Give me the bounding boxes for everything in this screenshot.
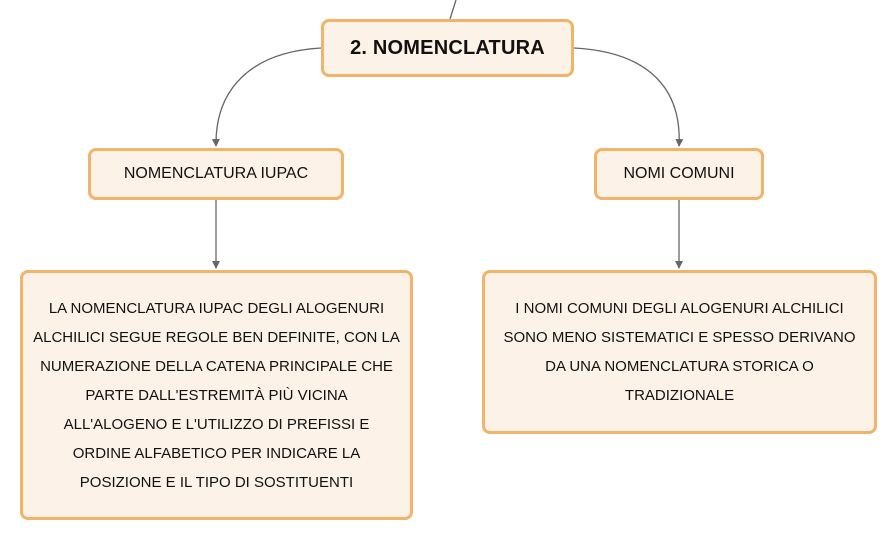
common-names-description-text: I NOMI COMUNI DEGLI ALOGENURI ALCHILICI … <box>503 300 856 404</box>
iupac-node[interactable]: NOMENCLATURA IUPAC <box>88 148 344 200</box>
common-names-node[interactable]: NOMI COMUNI <box>594 148 764 200</box>
root-node[interactable]: 2. NOMENCLATURA <box>321 19 574 77</box>
connector-root-to-iupac <box>211 47 322 147</box>
iupac-description-node[interactable]: LA NOMENCLATURA IUPAC DEGLI ALOGENURI AL… <box>20 270 413 520</box>
common-names-node-label: NOMI COMUNI <box>623 165 735 182</box>
connector-root-to-common <box>573 47 684 147</box>
iupac-node-label: NOMENCLATURA IUPAC <box>123 165 309 182</box>
iupac-description-text: LA NOMENCLATURA IUPAC DEGLI ALOGENURI AL… <box>33 299 400 491</box>
root-node-label: 2. NOMENCLATURA <box>350 36 545 59</box>
common-names-description-node[interactable]: I NOMI COMUNI DEGLI ALOGENURI ALCHILICI … <box>482 270 877 434</box>
connector-from-parent <box>449 0 457 20</box>
